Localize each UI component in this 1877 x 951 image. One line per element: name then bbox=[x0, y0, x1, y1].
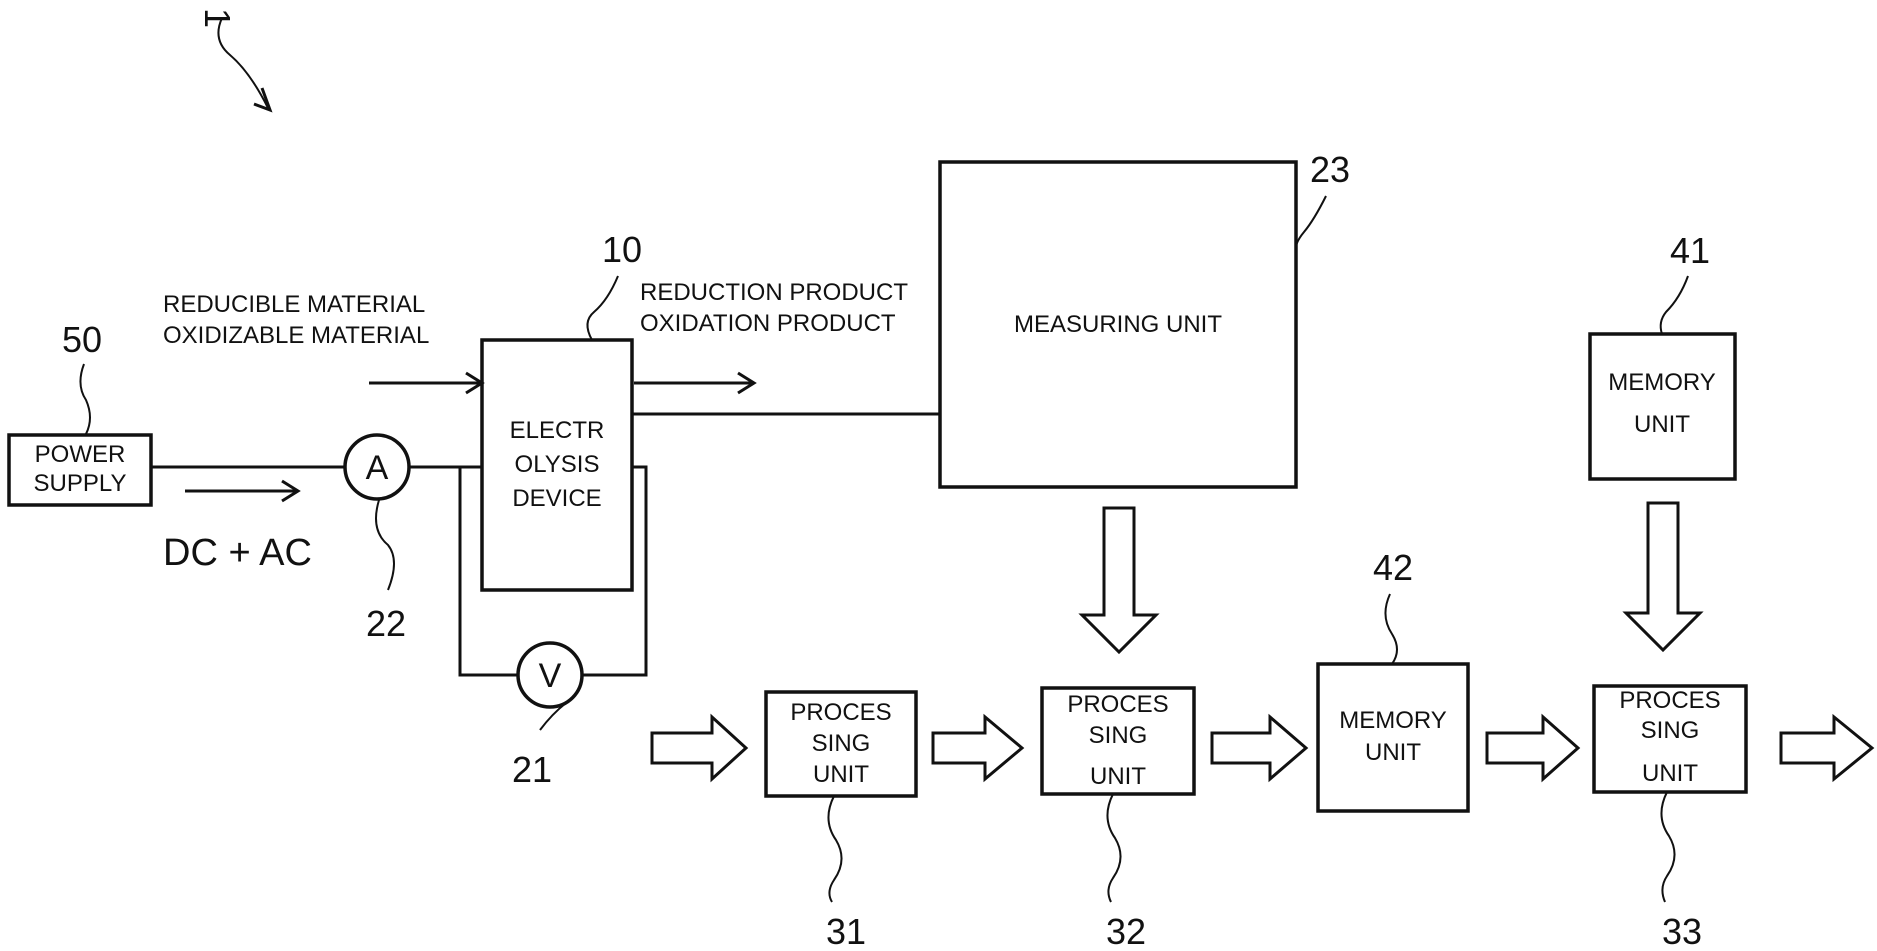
processing-32-label-1: PROCES bbox=[1067, 691, 1168, 718]
processing-33-label-3: UNIT bbox=[1642, 760, 1698, 787]
output-label-1: REDUCTION PRODUCT bbox=[640, 279, 908, 306]
electrolysis-label-3: DEVICE bbox=[512, 485, 601, 512]
power-supply-ref-leader bbox=[80, 364, 90, 434]
memory-unit-41-box bbox=[1590, 334, 1735, 479]
arrow-into-processing-31 bbox=[652, 717, 746, 779]
figure-ref: 1 bbox=[197, 8, 238, 28]
memory-41-ref: 41 bbox=[1670, 230, 1710, 271]
electrolysis-ref-leader bbox=[587, 276, 618, 340]
ammeter-ref-leader bbox=[376, 500, 394, 590]
figure-ref-arrowhead bbox=[254, 88, 270, 110]
measuring-ref-leader bbox=[1296, 196, 1326, 252]
processing-31-label-2: SING bbox=[812, 730, 871, 757]
memory-42-ref-leader bbox=[1385, 594, 1397, 664]
power-supply-ref: 50 bbox=[62, 319, 102, 360]
electrolysis-label-1: ELECTR bbox=[510, 417, 605, 444]
current-label: DC + AC bbox=[163, 532, 312, 574]
input-label-2: OXIDIZABLE MATERIAL bbox=[163, 322, 429, 349]
output-label-2: OXIDATION PRODUCT bbox=[640, 310, 896, 337]
measuring-to-processing-32-arrow bbox=[1082, 508, 1156, 652]
measuring-unit-label: MEASURING UNIT bbox=[1014, 311, 1222, 338]
memory-41-ref-leader bbox=[1661, 276, 1688, 334]
processing-32-ref: 32 bbox=[1106, 911, 1146, 951]
input-label-1: REDUCIBLE MATERIAL bbox=[163, 291, 425, 318]
ammeter-symbol: A bbox=[366, 449, 389, 487]
voltmeter-symbol: V bbox=[539, 657, 562, 695]
ammeter-ref: 22 bbox=[366, 603, 406, 644]
power-supply-label-2: SUPPLY bbox=[34, 470, 127, 497]
processing-31-ref: 31 bbox=[826, 911, 866, 951]
memory-41-to-processing-33-arrow bbox=[1626, 503, 1700, 650]
memory-42-ref: 42 bbox=[1373, 547, 1413, 588]
memory-unit-42-box bbox=[1318, 664, 1468, 811]
memory-42-label-2: UNIT bbox=[1365, 739, 1421, 766]
arrow-32-to-42 bbox=[1212, 717, 1306, 779]
memory-41-label-1: MEMORY bbox=[1608, 369, 1716, 396]
arrow-42-to-33 bbox=[1487, 717, 1578, 779]
processing-31-ref-leader bbox=[828, 796, 841, 902]
arrow-31-to-32 bbox=[933, 717, 1022, 779]
processing-33-ref: 33 bbox=[1662, 911, 1702, 951]
figure-ref-leader bbox=[218, 18, 268, 108]
processing-33-label-1: PROCES bbox=[1619, 687, 1720, 714]
processing-33-ref-leader bbox=[1661, 792, 1674, 902]
electrolysis-label-2: OLYSIS bbox=[515, 451, 600, 478]
processing-31-label-3: UNIT bbox=[813, 761, 869, 788]
processing-33-label-2: SING bbox=[1641, 717, 1700, 744]
arrow-out-of-processing-33 bbox=[1781, 717, 1872, 779]
processing-31-label-1: PROCES bbox=[790, 699, 891, 726]
measuring-ref: 23 bbox=[1310, 149, 1350, 190]
power-supply-label-1: POWER bbox=[35, 441, 126, 468]
voltmeter-ref: 21 bbox=[512, 749, 552, 790]
processing-32-label-3: UNIT bbox=[1090, 763, 1146, 790]
electrolysis-ref: 10 bbox=[602, 229, 642, 270]
processing-32-label-2: SING bbox=[1089, 722, 1148, 749]
processing-32-ref-leader bbox=[1107, 794, 1120, 902]
memory-41-label-2: UNIT bbox=[1634, 411, 1690, 438]
memory-42-label-1: MEMORY bbox=[1339, 707, 1447, 734]
